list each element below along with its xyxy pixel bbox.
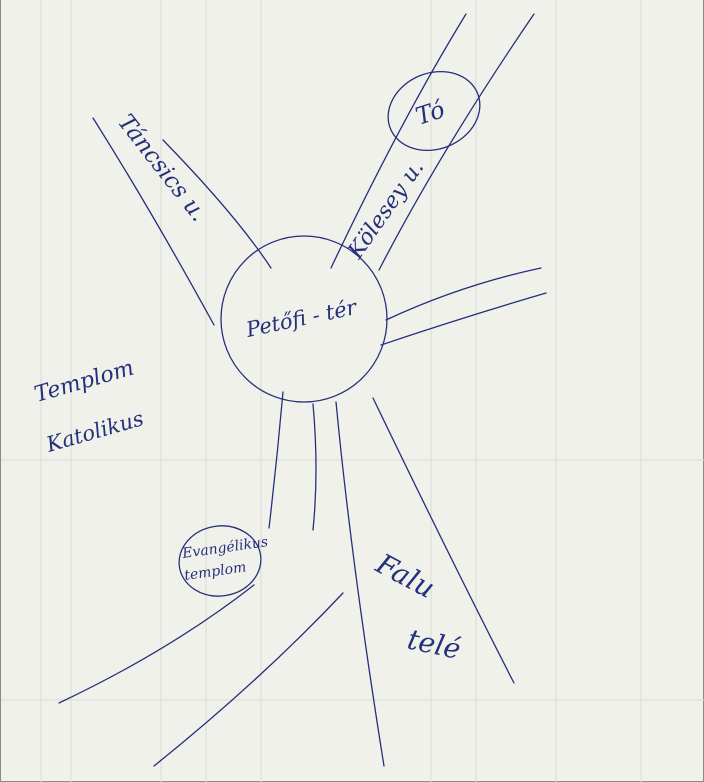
- right-road-edge-2: [381, 293, 546, 345]
- falu-road-edge-1: [336, 402, 384, 766]
- southwest-road-edge-1: [59, 585, 254, 703]
- right-road-edge-1: [386, 268, 541, 320]
- templom-katolikus-label-line1: Templom: [32, 356, 137, 408]
- kolesey-label: Kölesey u.: [343, 156, 429, 265]
- templom-katolikus-label-line2: Katolikus: [43, 406, 147, 457]
- falu-vege-label-line1: Falu: [370, 547, 440, 605]
- falu-vege-label-line2: telé: [405, 623, 464, 666]
- tancsics-label: Táncsics u.: [112, 110, 211, 227]
- southwest-road-edge-2: [154, 593, 343, 766]
- south-road-edge-2: [313, 404, 316, 530]
- evangelikus-label-line1: Evangélikus: [180, 534, 269, 562]
- evangelikus-label-line2: templom: [183, 559, 247, 584]
- to-label: Tó: [412, 95, 448, 130]
